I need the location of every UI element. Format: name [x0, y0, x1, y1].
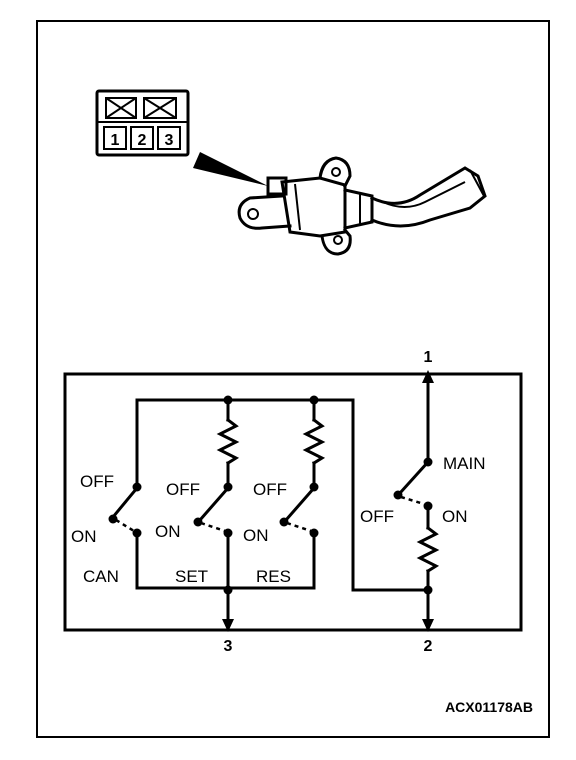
res-switch: OFF ON RES	[243, 398, 326, 590]
main-switch: MAIN OFF ON	[360, 454, 486, 595]
circuit-box	[63, 372, 523, 632]
main-off-label: OFF	[360, 507, 394, 526]
can-off-label: OFF	[80, 472, 114, 491]
terminal-1: 1	[422, 349, 434, 464]
main-on-label: ON	[442, 507, 468, 526]
can-label: CAN	[83, 567, 119, 586]
set-off-label: OFF	[166, 480, 200, 499]
return-wire	[351, 398, 430, 592]
res-off-label: OFF	[253, 480, 287, 499]
pointer-arrow-icon	[193, 152, 268, 186]
can-switch: OFF ON CAN	[71, 398, 142, 590]
connector-pin-2: 2	[138, 132, 147, 149]
res-label: RES	[256, 567, 291, 586]
connector-icon: 1 2 3	[95, 89, 190, 157]
terminal-2: 2	[422, 588, 434, 655]
can-on-label: ON	[71, 527, 97, 546]
main-label: MAIN	[443, 454, 486, 473]
terminal-1-label: 1	[424, 349, 433, 366]
terminal-3-label: 3	[224, 638, 233, 655]
terminal-3: 3	[222, 588, 234, 655]
set-label: SET	[175, 567, 208, 586]
connector-pin-1: 1	[111, 132, 120, 149]
terminal-2-label: 2	[424, 638, 433, 655]
figure-code: ACX01178AB	[445, 699, 533, 715]
set-switch: OFF ON SET	[155, 398, 240, 590]
connector-pin-3: 3	[165, 132, 174, 149]
set-on-label: ON	[155, 522, 181, 541]
res-on-label: ON	[243, 526, 269, 545]
diagram-frame	[36, 20, 550, 738]
lever-switch-icon	[237, 156, 487, 256]
